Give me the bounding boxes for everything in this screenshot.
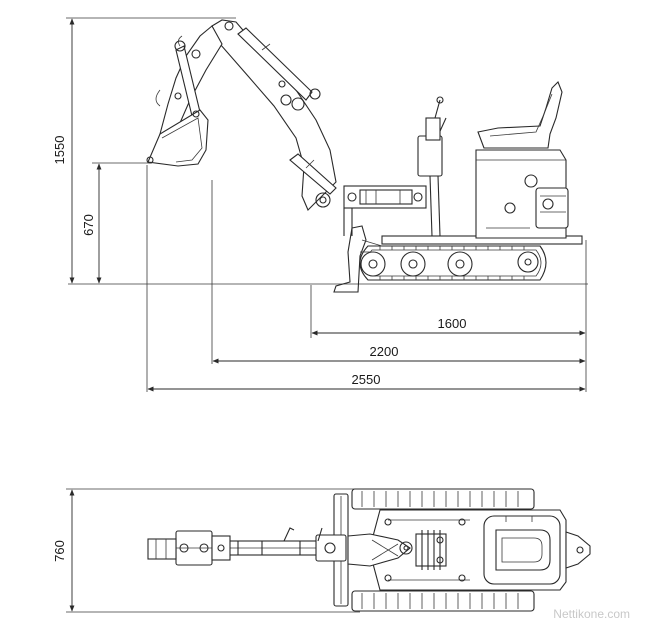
- operator-seat-top: [483, 515, 561, 585]
- watermark: Nettikone.com: [553, 607, 630, 621]
- track-rollers: [360, 251, 539, 277]
- boom-top: [211, 527, 347, 562]
- dozer-blade: [333, 225, 383, 293]
- bucket: [146, 109, 209, 167]
- track-side: [359, 235, 583, 281]
- dim-height-blade: 670: [81, 162, 152, 284]
- swing-bracket-top: [347, 533, 413, 567]
- counterweight-top: [565, 531, 591, 569]
- dim-height-total: 1550: [52, 17, 236, 284]
- track-bottom: [351, 590, 535, 612]
- track-top: [351, 488, 535, 510]
- boom: [211, 19, 337, 211]
- control-valves: [415, 530, 447, 570]
- dim-height-blade-label: 670: [81, 214, 96, 236]
- operator-seat: [477, 81, 563, 149]
- side-view: 1550 670 1600 2200 2550: [52, 17, 588, 392]
- dim-width-tracks-label: 760: [52, 540, 67, 562]
- engine-body: [475, 149, 569, 239]
- dim-length-tracks: 1600: [311, 316, 586, 336]
- top-view: 760: [52, 488, 591, 613]
- dim-width-tracks: 760: [52, 488, 360, 613]
- dim-length-mid-label: 2200: [370, 344, 399, 359]
- control-levers: [417, 96, 447, 237]
- bucket-top: [147, 530, 231, 566]
- dim-length-tracks-label: 1600: [438, 316, 467, 331]
- dim-length-mid: 2200: [212, 344, 586, 364]
- dim-height-total-label: 1550: [52, 136, 67, 165]
- swing-frame: [343, 185, 427, 236]
- dim-length-total-label: 2550: [352, 372, 381, 387]
- dim-length-total: 2550: [147, 372, 586, 392]
